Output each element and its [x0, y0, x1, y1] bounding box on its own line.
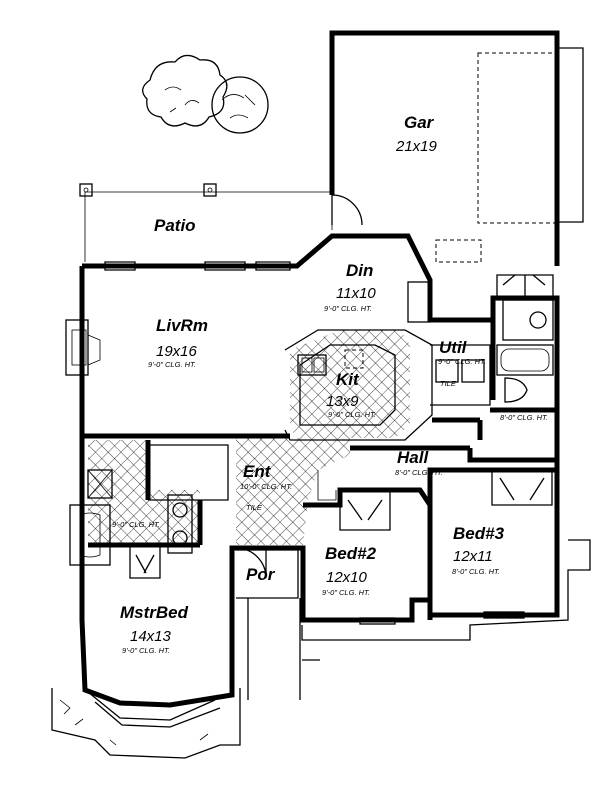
bed3-ceiling: 8'-0" CLG. HT. [452, 567, 500, 576]
utility-label: Util [439, 338, 468, 357]
patio-label: Patio [154, 216, 196, 235]
entry-tile-floor [236, 438, 350, 545]
shower-icon [87, 469, 113, 499]
kitchen-ceiling: 9'-0" CLG. HT. [328, 410, 376, 419]
garage-wall [329, 30, 560, 266]
bathtub-icon [496, 344, 554, 376]
tree-icon [142, 54, 228, 127]
master-label: MstrBed [120, 603, 189, 622]
master-size: 14x13 [130, 628, 172, 645]
bay-window [87, 691, 221, 728]
garage-label: Gar [404, 113, 435, 132]
kitchen-size: 13x9 [326, 393, 359, 410]
bed2-label: Bed#2 [325, 544, 377, 563]
dining-label: Din [346, 261, 373, 280]
toilet-icon [504, 377, 528, 403]
master-bath-ceiling: 9'-0" CLG. HT. [112, 520, 160, 529]
dining-size: 11x10 [336, 285, 376, 302]
entry-ceiling: 10'-0" CLG. HT. [240, 482, 292, 491]
garage-entry-door[interactable] [331, 194, 363, 226]
porch-label: Por [246, 565, 276, 584]
hall-ceiling: 8'-0" CLG. HT. [395, 468, 443, 477]
utility-ceiling: 9'-0" CLG. HT. [438, 357, 486, 366]
tree-icon [211, 76, 269, 134]
garage-size: 21x19 [395, 138, 438, 155]
living-ceiling: 9'-0" CLG. HT. [148, 360, 196, 369]
porch-outline [236, 549, 301, 700]
utility-floor: TILE [440, 379, 457, 388]
living-size: 19x16 [156, 343, 198, 360]
entry-label: Ent [243, 462, 272, 481]
bed2-ceiling: 9'-0" CLG. HT. [322, 588, 370, 597]
dining-ceiling: 9'-0" CLG. HT. [324, 304, 372, 313]
bed2-wall [303, 487, 433, 620]
hall-bath-ceiling: 8'-0" CLG. HT. [500, 413, 548, 422]
washer-icon [435, 359, 459, 383]
master-tub-icon [69, 504, 111, 566]
kitchen-tile-floor [290, 330, 410, 438]
master-ceiling: 9'-0" CLG. HT. [122, 646, 170, 655]
fireplace-icon [65, 319, 101, 376]
bed3-size: 12x11 [453, 548, 493, 565]
bed3-label: Bed#3 [453, 524, 505, 543]
kitchen-label: Kit [336, 370, 360, 389]
bed2-size: 12x10 [326, 569, 368, 586]
sink-icon [297, 354, 327, 376]
living-label: LivRm [156, 316, 208, 335]
garage-door-outline [477, 52, 556, 224]
hall-label: Hall [397, 448, 429, 467]
master-bath-tile-floor [88, 440, 200, 545]
entry-floor: TILE [246, 503, 263, 512]
front-door[interactable] [235, 547, 267, 579]
dryer-icon [461, 359, 485, 383]
